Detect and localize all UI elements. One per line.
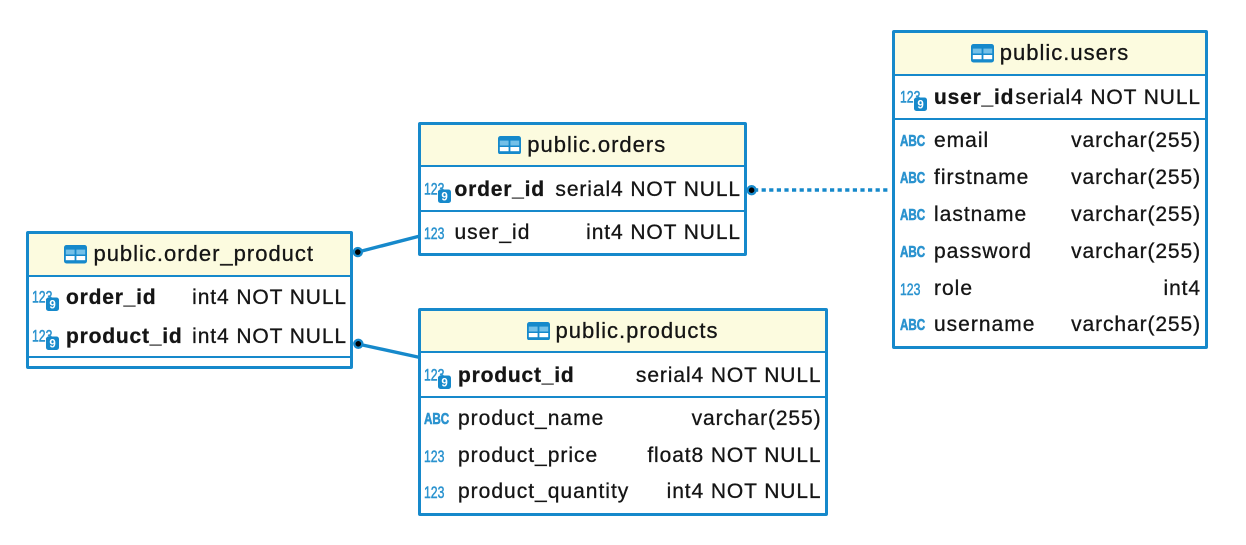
svg-text:9: 9 xyxy=(441,377,447,389)
svg-text:9: 9 xyxy=(441,191,447,203)
svg-text:ABC: ABC xyxy=(900,171,925,185)
svg-text:123: 123 xyxy=(424,448,444,466)
svg-text:ABC: ABC xyxy=(900,245,925,259)
svg-text:ABC: ABC xyxy=(900,134,925,148)
svg-text:9: 9 xyxy=(917,100,923,112)
svg-text:123: 123 xyxy=(424,485,444,503)
svg-text:ABC: ABC xyxy=(424,412,449,426)
svg-text:123: 123 xyxy=(900,281,920,299)
svg-text:ABC: ABC xyxy=(900,318,925,332)
svg-text:ABC: ABC xyxy=(900,208,925,222)
svg-text:123: 123 xyxy=(424,225,444,243)
svg-text:9: 9 xyxy=(49,299,55,311)
svg-text:9: 9 xyxy=(49,339,55,351)
